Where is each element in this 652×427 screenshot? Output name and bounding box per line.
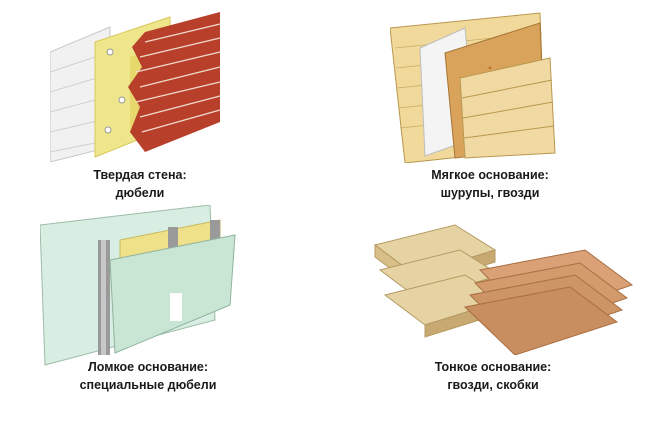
caption-thin-base-line2: гвозди, скобки [447, 378, 539, 392]
caption-brittle-base-line2: специальные дюбели [79, 378, 217, 392]
caption-hard-wall-line2: дюбели [115, 186, 165, 200]
caption-hard-wall-line1: Твердая стена: [93, 168, 187, 182]
drywall-partition-illustration [40, 205, 236, 366]
caption-soft-base: Мягкое основание: шурупы, гвозди [415, 166, 565, 202]
timber-frame-wall-illustration [390, 12, 556, 163]
particle-board-sheets-illustration [373, 224, 634, 355]
caption-brittle-base: Ломкое основание: специальные дюбели [68, 358, 228, 394]
brick-wall-insulation-illustration [50, 12, 221, 162]
caption-brittle-base-line1: Ломкое основание: [87, 360, 209, 374]
caption-thin-base: Тонкое основание: гвозди, скобки [418, 358, 568, 394]
caption-thin-base-line1: Тонкое основание: [434, 360, 552, 374]
caption-soft-base-line1: Мягкое основание: [431, 168, 549, 182]
caption-soft-base-line2: шурупы, гвозди [440, 186, 540, 200]
caption-hard-wall: Твердая стена: дюбели [80, 166, 200, 202]
